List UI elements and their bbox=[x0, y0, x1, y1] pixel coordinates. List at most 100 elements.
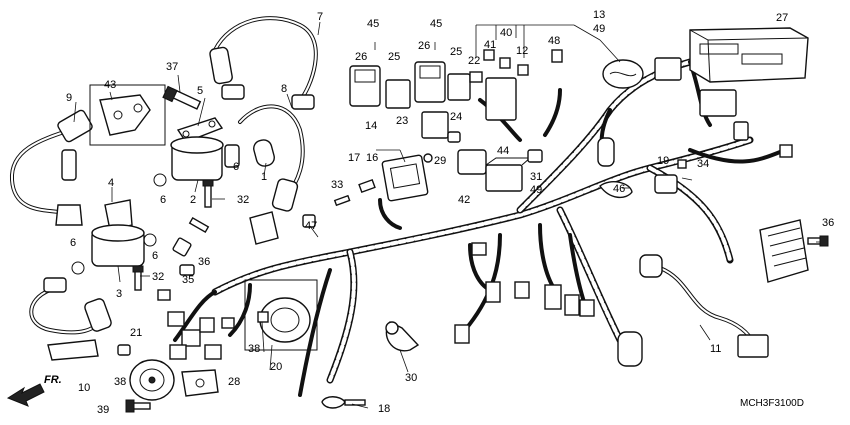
connector-12 bbox=[517, 64, 529, 76]
callout-5: 5 bbox=[197, 85, 203, 97]
regulator-lead-11 bbox=[639, 254, 769, 358]
tube-1 bbox=[253, 139, 275, 167]
bolt-33 bbox=[333, 194, 351, 207]
callout-49-center: 49 bbox=[530, 184, 542, 196]
relay-25-left bbox=[385, 79, 411, 109]
spark-plug-lead-8 bbox=[238, 104, 305, 245]
callout-3: 3 bbox=[116, 288, 122, 300]
callout-32-upper: 32 bbox=[237, 194, 249, 206]
callout-28: 28 bbox=[228, 376, 240, 388]
callout-32-lower: 32 bbox=[152, 271, 164, 283]
connector-19 bbox=[654, 174, 678, 194]
callout-16: 16 bbox=[366, 152, 378, 164]
callout-4: 4 bbox=[108, 177, 114, 189]
callout-21: 21 bbox=[130, 327, 142, 339]
callout-12: 12 bbox=[516, 45, 528, 57]
connector-40 bbox=[499, 57, 511, 69]
connectors-right-top bbox=[654, 57, 793, 158]
connectors-center bbox=[454, 242, 595, 344]
front-direction-label: FR. bbox=[44, 374, 62, 386]
clip-29 bbox=[423, 153, 433, 163]
diagram-code: MCH3F3100D bbox=[740, 398, 804, 409]
callout-37: 37 bbox=[166, 61, 178, 73]
callout-24: 24 bbox=[450, 111, 462, 123]
bolt-36-right bbox=[807, 235, 829, 247]
fasteners-left bbox=[132, 179, 316, 291]
sensor-top bbox=[597, 137, 615, 167]
bolt-38-left bbox=[117, 344, 131, 356]
control-unit-16 bbox=[381, 154, 429, 202]
bracket-43 bbox=[89, 84, 166, 146]
relay-25-right bbox=[447, 73, 471, 101]
callout-33: 33 bbox=[331, 179, 343, 191]
callout-42: 42 bbox=[458, 194, 470, 206]
callout-9: 9 bbox=[66, 92, 72, 104]
relay-26-left bbox=[349, 65, 381, 107]
callout-6-coil-lower: 6 bbox=[152, 250, 158, 262]
connector-41 bbox=[483, 49, 495, 61]
ignition-coil-lower bbox=[71, 224, 157, 275]
front-direction-arrow: FR. bbox=[6, 374, 62, 407]
bolt-39 bbox=[125, 399, 151, 413]
callout-26-right: 26 bbox=[418, 40, 430, 52]
bracket-4 bbox=[104, 199, 133, 231]
callout-18: 18 bbox=[378, 403, 390, 415]
callout-2: 2 bbox=[190, 194, 196, 206]
callout-38-left: 38 bbox=[114, 376, 126, 388]
ignition-coil-upper bbox=[153, 136, 240, 187]
connector-48 bbox=[551, 49, 563, 63]
relay-23 bbox=[421, 111, 449, 139]
callout-23: 23 bbox=[396, 115, 408, 127]
callout-13: 13 bbox=[593, 9, 605, 21]
relay-26-right bbox=[414, 61, 446, 103]
callout-39: 39 bbox=[97, 404, 109, 416]
connector-31 bbox=[527, 149, 543, 163]
ecu-27 bbox=[689, 27, 809, 83]
callout-48: 48 bbox=[548, 35, 560, 47]
callout-38-right: 38 bbox=[248, 343, 260, 355]
callout-26-left: 26 bbox=[355, 51, 367, 63]
band-clamp-30 bbox=[385, 321, 420, 352]
clamp-46 bbox=[599, 181, 633, 199]
sensor-lower bbox=[617, 331, 643, 367]
callout-6-bracket: 6 bbox=[70, 237, 76, 249]
callout-30: 30 bbox=[405, 372, 417, 384]
callout-41: 41 bbox=[484, 39, 496, 51]
relay-42 bbox=[457, 149, 487, 175]
callout-35: 35 bbox=[182, 274, 194, 286]
callout-10: 10 bbox=[78, 382, 90, 394]
callout-11: 11 bbox=[710, 343, 721, 355]
callout-36-right: 36 bbox=[822, 217, 834, 229]
callout-6-coil: 6 bbox=[233, 161, 239, 173]
callout-1: 1 bbox=[261, 171, 267, 183]
callout-47: 47 bbox=[305, 220, 317, 232]
spark-plug-cap-front bbox=[9, 109, 93, 226]
callout-45-right: 45 bbox=[430, 18, 442, 30]
band-18 bbox=[321, 396, 366, 409]
callout-45-left: 45 bbox=[367, 18, 379, 30]
screw-34 bbox=[677, 159, 687, 169]
callout-labels: 9 43 37 5 7 8 1 6 6 2 32 4 6 6 36 35 32 … bbox=[66, 9, 834, 416]
relay-box-20 bbox=[244, 279, 318, 351]
callout-20: 20 bbox=[270, 361, 282, 373]
callout-43: 43 bbox=[104, 79, 116, 91]
callout-34: 34 bbox=[697, 158, 709, 170]
clip-24 bbox=[447, 131, 461, 143]
callout-25-right: 25 bbox=[450, 46, 462, 58]
regulator-rectifier bbox=[759, 219, 809, 283]
horn bbox=[129, 359, 175, 401]
callout-40: 40 bbox=[500, 27, 512, 39]
callout-8: 8 bbox=[281, 83, 287, 95]
callout-22: 22 bbox=[468, 55, 480, 67]
unit-44 bbox=[485, 157, 532, 192]
callout-27: 27 bbox=[776, 12, 788, 24]
callout-19: 19 bbox=[657, 155, 669, 167]
callout-31: 31 bbox=[530, 171, 542, 183]
callout-6-left: 6 bbox=[160, 194, 166, 206]
callout-46: 46 bbox=[613, 183, 625, 195]
callout-44: 44 bbox=[497, 145, 509, 157]
callout-49-top: 49 bbox=[593, 23, 605, 35]
callout-7: 7 bbox=[317, 11, 323, 23]
callout-29: 29 bbox=[434, 155, 446, 167]
